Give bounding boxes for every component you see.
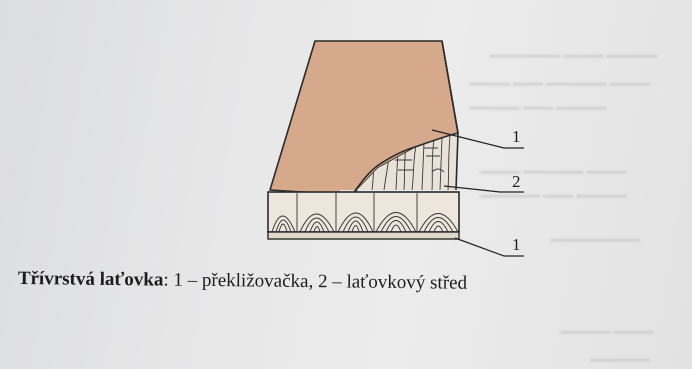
figure-caption: Třívrstvá laťovka: 1 – překližovačka, 2 … <box>18 268 467 295</box>
bleed-through-text: ▁▁▁▁ ▁▁▁▁▁▁ ▁▁▁▁ <box>480 158 627 173</box>
leader-lines <box>431 129 524 257</box>
bleed-through-text: ▁▁▁▁▁▁ <box>590 346 650 361</box>
callout-label: 1 <box>512 127 521 146</box>
bleed-through-text: ▁▁▁▁▁▁▁▁▁ <box>550 226 640 241</box>
callout-label: 1 <box>512 235 521 254</box>
bleed-through-text: ▁▁▁▁▁▁ ▁▁▁ ▁▁▁▁▁ <box>480 182 627 197</box>
bleed-through-text: ▁▁▁▁▁ ▁▁▁▁ <box>560 318 654 333</box>
caption-separator: : <box>163 269 174 291</box>
bottom-veneer <box>267 231 460 240</box>
bleed-through-text: ▁▁▁▁▁ ▁▁▁ ▁▁▁▁▁ <box>470 94 607 109</box>
bleed-through-text: ▁▁▁▁ ▁▁▁ ▁▁▁▁▁▁ ▁▁▁▁ <box>470 70 650 85</box>
front-edge-section <box>267 191 460 233</box>
callout-label: 2 <box>512 172 521 191</box>
bleed-through-text: ▁▁▁▁▁▁▁ ▁▁▁▁ ▁▁▁▁▁ <box>490 42 657 57</box>
caption-text: 1 – překližovačka, 2 – laťovkový střed <box>173 269 468 294</box>
caption-title: Třívrstvá laťovka <box>17 268 164 291</box>
